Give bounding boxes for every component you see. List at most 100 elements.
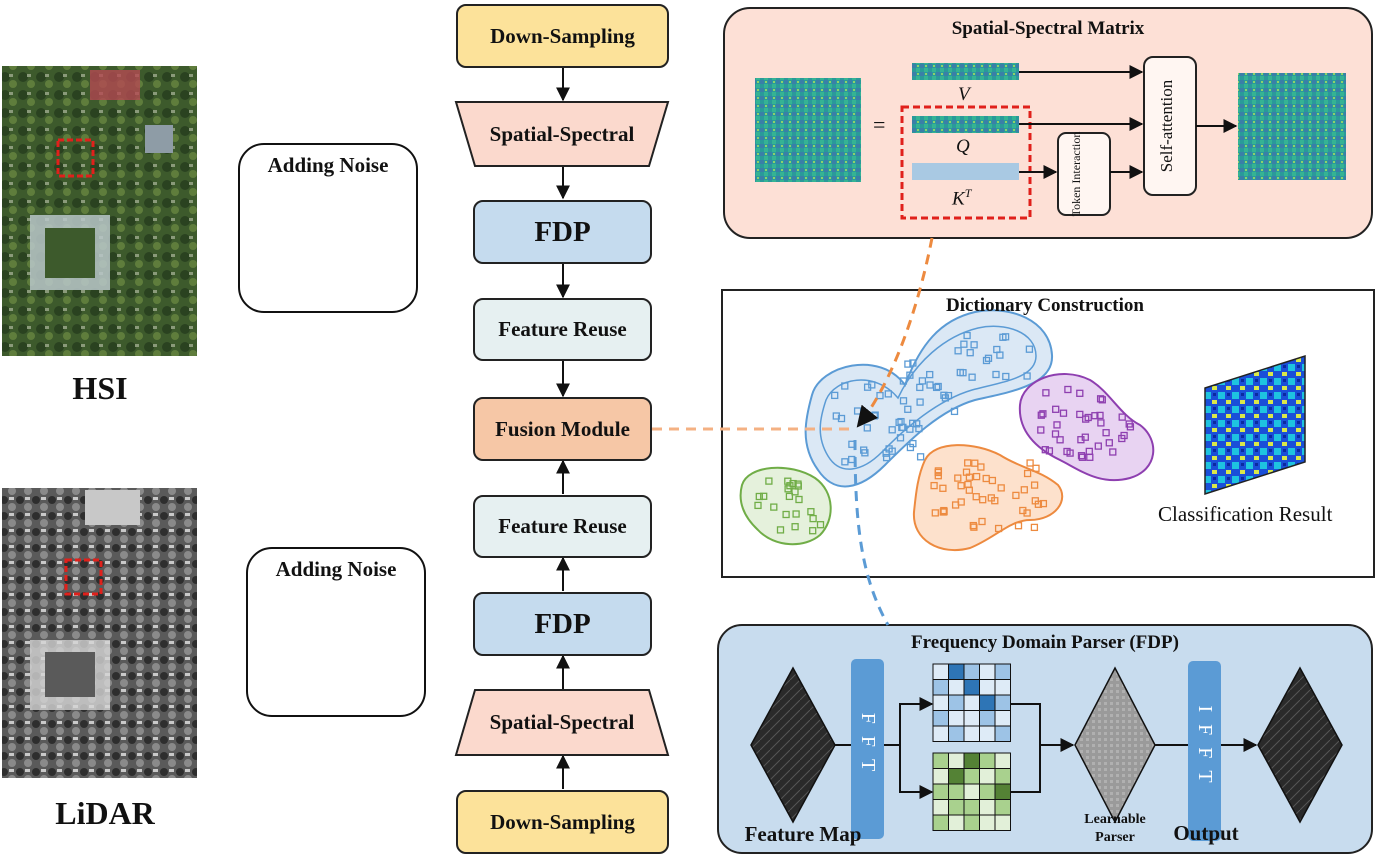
cluster-point bbox=[926, 381, 934, 389]
cluster-point bbox=[760, 492, 768, 500]
cluster-point bbox=[795, 495, 803, 504]
cluster-point bbox=[939, 484, 947, 492]
cluster-point bbox=[809, 514, 817, 523]
cluster-point bbox=[1105, 439, 1113, 447]
lidar-image bbox=[2, 488, 197, 778]
cluster-point bbox=[926, 370, 934, 379]
cluster-point bbox=[1109, 448, 1117, 456]
grid-cell bbox=[979, 814, 996, 831]
cluster-point bbox=[1014, 522, 1023, 530]
cluster-point bbox=[999, 333, 1007, 341]
cluster-point bbox=[785, 492, 794, 501]
cluster-point bbox=[888, 447, 896, 455]
cluster-point bbox=[970, 341, 978, 349]
grid-cell bbox=[994, 694, 1011, 711]
grid-cell bbox=[948, 663, 965, 680]
feature-map-label: Feature Map bbox=[744, 822, 862, 846]
grid-cell bbox=[963, 725, 980, 742]
fft-bar bbox=[851, 659, 884, 839]
hsi-image bbox=[2, 66, 197, 356]
grid-cell bbox=[994, 783, 1011, 800]
cluster-point bbox=[984, 354, 993, 362]
cluster-point bbox=[1023, 372, 1031, 380]
cluster-point bbox=[1020, 486, 1028, 494]
grid-cell bbox=[948, 710, 965, 727]
k-label: KT bbox=[952, 186, 971, 210]
cluster-point bbox=[906, 443, 915, 452]
cluster-point bbox=[1076, 410, 1084, 419]
cluster-point bbox=[959, 369, 967, 377]
grid-cell bbox=[932, 725, 949, 742]
grid-cell bbox=[963, 752, 980, 769]
cluster-point bbox=[957, 482, 965, 490]
cluster-point bbox=[969, 521, 977, 530]
grid-cell bbox=[963, 663, 980, 680]
cluster-point bbox=[1037, 411, 1045, 419]
cluster-point bbox=[868, 381, 876, 389]
parser-label: Parser bbox=[1095, 830, 1135, 845]
cluster-point bbox=[1097, 419, 1105, 427]
grid-cell bbox=[979, 694, 996, 711]
qk-dashed-box bbox=[900, 105, 1032, 220]
cluster-point bbox=[755, 492, 763, 501]
learnable-parser-diamond bbox=[1074, 666, 1156, 824]
cluster-point bbox=[909, 359, 917, 367]
cluster-point bbox=[1034, 500, 1043, 508]
cluster-point bbox=[876, 391, 884, 400]
cluster-point bbox=[861, 449, 869, 457]
grid-cell bbox=[994, 663, 1011, 680]
cluster-point bbox=[882, 453, 891, 462]
cluster-point bbox=[931, 509, 939, 517]
cluster-point bbox=[863, 383, 872, 391]
cluster-point bbox=[784, 477, 792, 485]
cluster-point bbox=[1052, 405, 1060, 413]
token-interaction-label: Token Interaction bbox=[1069, 131, 1083, 217]
cluster-point bbox=[1032, 464, 1040, 472]
grid-cell bbox=[979, 799, 996, 816]
cluster-point bbox=[1091, 412, 1099, 420]
grid-cell bbox=[963, 694, 980, 711]
cluster-point bbox=[1026, 459, 1034, 467]
cluster-point bbox=[1086, 453, 1094, 461]
cluster-point bbox=[1039, 499, 1048, 508]
cluster-point bbox=[786, 482, 794, 490]
grid-cell bbox=[994, 679, 1011, 696]
matrix-output bbox=[1238, 73, 1346, 180]
grid-cell bbox=[994, 768, 1011, 785]
cluster-point bbox=[988, 476, 997, 485]
cluster-point bbox=[963, 331, 971, 340]
cluster-point bbox=[899, 397, 908, 405]
cluster-point bbox=[972, 472, 981, 481]
cluster-purple bbox=[1018, 373, 1155, 482]
grid-cell bbox=[948, 814, 965, 831]
cluster-point bbox=[962, 468, 971, 476]
cluster-point bbox=[979, 496, 987, 504]
cluster-point bbox=[884, 390, 892, 398]
cluster-point bbox=[1102, 429, 1110, 437]
cluster-point bbox=[1064, 385, 1072, 394]
cluster-point bbox=[1042, 389, 1050, 397]
cluster-point bbox=[1045, 447, 1054, 455]
grid-cell bbox=[979, 679, 996, 696]
cluster-point bbox=[1023, 509, 1031, 517]
fusion-module-box: Fusion Module bbox=[473, 397, 652, 461]
cluster-point bbox=[1082, 415, 1090, 423]
k-letter: K bbox=[952, 188, 965, 210]
fdp-box-bottom: FDP bbox=[473, 592, 652, 656]
frequency-grid-blue bbox=[932, 663, 1011, 742]
cluster-point bbox=[987, 494, 995, 502]
fft-label: FFT bbox=[857, 712, 879, 784]
cluster-point bbox=[807, 508, 815, 516]
grid-cell bbox=[994, 725, 1011, 742]
feature-map-diamond bbox=[750, 666, 836, 824]
cluster-point bbox=[909, 419, 917, 427]
v-bar bbox=[912, 63, 1019, 80]
cluster-point bbox=[1039, 410, 1047, 418]
q-bar bbox=[912, 116, 1019, 133]
cluster-point bbox=[1053, 421, 1061, 429]
cluster-point bbox=[977, 463, 985, 471]
classification-result-label: Classification Result bbox=[1158, 502, 1333, 526]
matrix-arrows bbox=[1019, 65, 1238, 179]
grid-cell bbox=[948, 783, 965, 800]
cluster-point bbox=[1096, 395, 1105, 403]
